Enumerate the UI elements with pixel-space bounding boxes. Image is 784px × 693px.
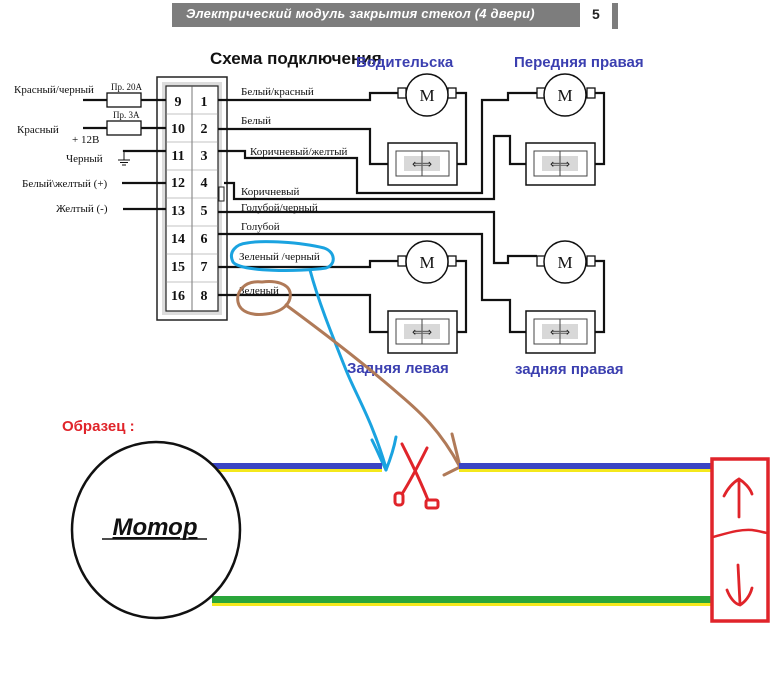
pin-2: 2 [201,122,208,137]
pin-9: 9 [175,95,182,110]
motor-icon [543,73,587,117]
motor-icon [405,240,449,284]
up-arrow-icon [722,477,754,519]
wire-label-green-black: Зеленый /черный [239,251,320,263]
page-number: 5 [592,6,600,22]
door-unit-front-right: M ⇐⇒ [525,73,606,186]
pin-6: 6 [201,232,208,247]
pin-13: 13 [171,204,185,219]
motor-label: M [557,253,572,272]
motor-icon [543,240,587,284]
wire-label-white: Белый [241,115,271,127]
wire-label-12v: + 12В [72,134,99,146]
connector-block: 9 10 11 12 13 14 15 16 1 2 3 4 5 6 7 8 [156,76,228,321]
wire-label-red: Красный [17,124,59,136]
motor-icon [405,73,449,117]
pin-12: 12 [171,176,185,191]
left-wires [83,98,166,211]
door-unit-rear-left: M ⇐⇒ [387,240,468,354]
fuse-20a [106,92,142,108]
switch-arrows-icon: ⇐⇒ [550,325,570,339]
wire-label-brown: Коричневый [241,186,300,198]
pin-14: 14 [171,232,185,247]
sample-wire-top [212,463,711,472]
annotation-blue-circle [230,240,398,472]
pin-1: 1 [201,95,208,110]
sample-motor: Мотор [70,440,242,620]
wire-label-white-yellow: Белый\желтый (+) [22,178,108,190]
pin-5: 5 [201,204,208,219]
motor-label: M [419,253,434,272]
wire-label-blue: Голубой [241,221,280,233]
pin-16: 16 [171,289,185,304]
sample-motor-label: Мотор [113,514,198,541]
pin-15: 15 [171,260,185,275]
ground-icon [118,152,130,166]
switch-sample [710,457,770,623]
fuse-3a [106,120,142,136]
door-label-front-right: Передняя правая [514,54,644,71]
right-wires [218,91,537,334]
motor-label: M [557,86,572,105]
door-label-front-left: Водительска [356,54,454,71]
fuse-label-20a: Пр. 20А [111,82,142,92]
down-arrow-icon [725,563,754,607]
sample-label: Образец : [62,418,135,435]
sample-wire-bottom [212,596,711,606]
switch-arrows-icon: ⇐⇒ [550,157,570,171]
pin-8: 8 [201,289,208,304]
page-tab-marker [612,3,618,29]
pin-11: 11 [171,149,184,164]
wire-label-black: Черный [66,153,103,165]
wire-label-white-red: Белый/красный [241,86,314,98]
pin-4: 4 [201,176,208,191]
motor-label: M [419,86,434,105]
diagram-title: Схема подключения [210,49,382,68]
wire-label-yellow: Желтый (-) [56,203,108,215]
wire-label-brown-yellow: Коричневый/желтый [250,146,348,158]
door-unit-rear-right: M ⇐⇒ [525,240,606,354]
header-title: Электрический модуль закрытия стекол (4 … [186,6,535,21]
door-unit-front-left: M ⇐⇒ [387,73,468,186]
wire-label-red-black: Красный/черный [14,84,94,96]
annotation-brown-circle [236,280,462,477]
fuse-label-3a: Пр. 3А [113,110,140,120]
pin-7: 7 [201,260,208,275]
scissors-icon [393,442,440,510]
door-label-rear-right: задняя правая [515,361,624,378]
header-bar [172,3,580,27]
switch-arrows-icon: ⇐⇒ [412,157,432,171]
pin-3: 3 [201,149,208,164]
pin-10: 10 [171,122,185,137]
switch-arrows-icon: ⇐⇒ [412,325,432,339]
